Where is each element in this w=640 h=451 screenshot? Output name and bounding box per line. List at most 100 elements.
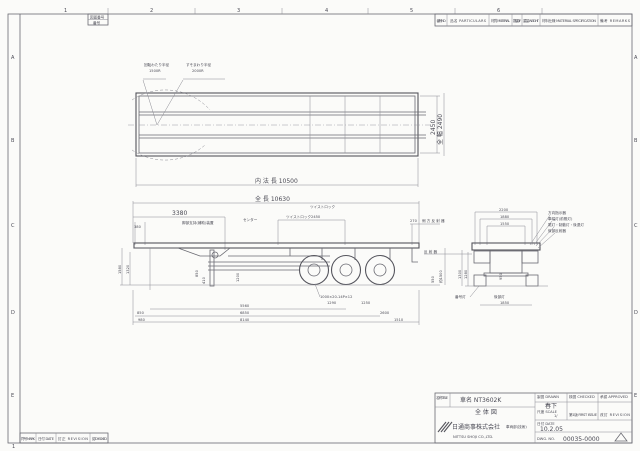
dim-1290: 1290 — [327, 301, 337, 305]
col-5: 5 — [410, 8, 413, 14]
dim-2600: 2600 — [380, 311, 390, 315]
drawing-no-label: 図面番号 — [90, 15, 105, 20]
dim-1500-rear: 約1500 — [438, 270, 443, 283]
dim-980: 980 — [138, 318, 146, 322]
col-6: 6 — [497, 8, 500, 14]
drawn-by: 春下 — [545, 402, 557, 410]
scale-label: 尺度 SCALE — [537, 409, 558, 414]
swing-radius-value: 2000R — [192, 69, 204, 73]
twistlock-label: ツイストロック — [310, 204, 335, 209]
dim-850-height: 850 — [195, 269, 199, 277]
col-4: 4 — [325, 8, 328, 14]
row-a-right: A — [634, 55, 638, 61]
turning-radius-value: 1500R — [149, 69, 161, 73]
side-view: 全 長 10630 3380 380 脚部支持(補助)装置 センター ツイストロ… — [118, 195, 446, 325]
dim-850: 850 — [137, 311, 145, 315]
parts-table-header: 番号 NO. 品名 PARTICULARS 材質 MATERIAL 数量 Q'T… — [434, 13, 633, 40]
col-particulars: 品名 PARTICULARS — [450, 18, 487, 23]
dim-950: 950 — [499, 272, 503, 280]
col-weight: 重量 WEIGHT — [523, 18, 540, 23]
dim-1250: 1250 — [361, 301, 371, 305]
sheet-border — [7, 13, 633, 444]
dim-380: 380 — [134, 225, 142, 229]
row-a: A — [11, 55, 15, 61]
dim-1280: 1280 — [464, 269, 468, 279]
dim-1300: 1300 — [458, 269, 462, 279]
dim-2200: 2200 — [499, 208, 509, 212]
checked-label: 検図 CHECKED — [569, 394, 595, 399]
dim-1320: 1320 — [126, 264, 130, 274]
overall-length-dim: 全 長 10630 — [255, 195, 290, 203]
company-name-en: NITTSU SHOJI CO.,LTD. — [453, 435, 493, 439]
reflector-label: 反 射 器 — [424, 249, 437, 254]
col-qty: 数量 Q'TY — [513, 18, 522, 23]
row-c-right: C — [634, 223, 638, 229]
dim-8140: 8140 — [240, 318, 250, 322]
revision-label: 改訂 REVISION — [600, 412, 630, 417]
col-1: 1 — [64, 8, 67, 14]
tail-brake-reverse-label: 尾灯・制動灯・後退灯 — [548, 222, 584, 227]
rev-mark-header: 符号 MARK — [21, 436, 36, 441]
dim-5560: 5560 — [240, 304, 250, 308]
revision-triangle-icon — [614, 432, 628, 442]
wheel — [330, 254, 362, 286]
dim-1880: 1880 — [500, 215, 510, 219]
dim-3380: 3380 — [172, 210, 187, 217]
date-value: 10.2.05 — [540, 426, 563, 433]
twistlock-dim: ツイストロック2450 — [286, 214, 321, 219]
model-name: 車名 NT3602K — [460, 396, 502, 404]
company-logo-icon — [437, 421, 453, 433]
title-block: 名 称 TITLE 車名 NT3602K 全 体 図 製図 DRAWN 春下 検… — [434, 392, 633, 444]
tire-spec: 1000×20-14P×12 — [320, 295, 352, 299]
wheel — [364, 254, 396, 286]
rev-revision-header: 訂正 REVISION — [58, 436, 88, 441]
row-d-right: D — [634, 310, 638, 316]
end-view: 2200 1880 1550 方向指示器 車幅灯(前照灯) 尾灯・制動灯・後退灯… — [424, 208, 584, 306]
title-label: 名 称 TITLE — [436, 395, 449, 400]
turning-radius-label: 回転わたり半径 — [144, 62, 170, 67]
swing-radius-label: すそまわり半径 — [186, 62, 212, 67]
scale-value: 1/ — [554, 414, 558, 418]
dim-550: 550 — [431, 275, 435, 283]
col-3: 3 — [237, 8, 240, 14]
view-name: 全 体 図 — [475, 408, 497, 416]
row-markers: A B C D E A B C D E — [11, 55, 638, 399]
drawing-no-value: 番号 — [93, 20, 101, 25]
row-c: C — [11, 223, 15, 229]
top-view: 回転わたり半径 1500R すそまわり半径 2000R 内 法 長 10500 … — [128, 62, 445, 187]
date-label: 日付 DATE — [537, 421, 555, 426]
dim-1580: 1580 — [118, 264, 122, 274]
rev-checked-header: 認 CHECKED — [92, 436, 107, 441]
inner-width-dim: 2450 — [430, 120, 437, 135]
company-dept: 車両部(技術) — [506, 424, 527, 429]
col-material: 材質 MATERIAL — [491, 18, 510, 23]
row-e: E — [11, 393, 14, 399]
col-spec: 材料仕様 MATERIAL SPECIFICATION — [542, 18, 596, 23]
plate-lamp-label: 番号灯 — [455, 294, 466, 299]
inner-length-dim: 内 法 長 10500 — [255, 177, 298, 185]
clearance-lamp-label: 車幅灯(前照灯) — [548, 216, 573, 221]
dim-1510: 1510 — [394, 318, 404, 322]
row-d: D — [11, 310, 15, 316]
row-e-right: E — [634, 393, 637, 399]
turn-signal-label: 方向指示器 — [548, 210, 566, 215]
rear-lamp-label: 後部灯 — [494, 294, 505, 299]
approved-label: 承認 APPROVED — [600, 394, 628, 399]
first-issue-label: 第1版 FIRST ISSUE — [569, 412, 598, 417]
drawn-label: 製図 DRAWN — [537, 394, 559, 399]
dim-1200: 1200 — [236, 272, 240, 282]
wheel — [298, 254, 330, 286]
rear-reflector-label: 後部反射器 — [548, 228, 566, 233]
dim-1850: 1850 — [500, 301, 510, 305]
landing-gear-label: 脚部支持(補助)装置 — [182, 220, 214, 225]
col-2: 2 — [150, 8, 153, 14]
rev-date-header: 日付 DATE — [38, 436, 55, 441]
company-name-jp: 日通商事株式会社 — [452, 423, 500, 431]
dim-270: 270 — [410, 219, 418, 223]
column-markers: 1 2 3 4 5 6 1 — [12, 8, 543, 450]
col-no: 番号 NO. — [437, 18, 446, 23]
dwg-no: 00035-0000 — [563, 436, 600, 443]
dim-6850: 6850 — [240, 311, 250, 315]
revision-table: 符号 MARK 日付 DATE 訂正 REVISION 認 CHECKED — [19, 432, 109, 444]
